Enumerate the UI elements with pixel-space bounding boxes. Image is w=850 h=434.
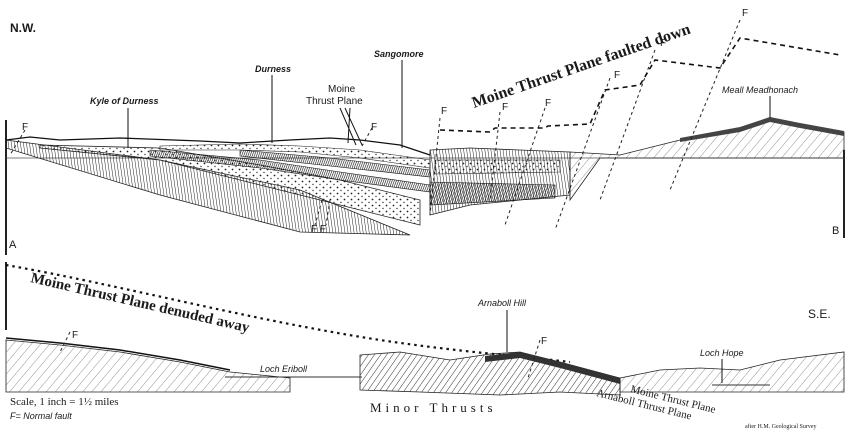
upper-middle-block bbox=[429, 147, 571, 216]
upper-right-cap bbox=[680, 117, 844, 142]
fault-mark: F bbox=[72, 330, 78, 341]
nw-label: N.W. bbox=[10, 21, 36, 35]
durness-label: Durness bbox=[255, 64, 291, 74]
ff-label: F F bbox=[311, 224, 326, 235]
fault-mark: F bbox=[502, 102, 508, 113]
lower-fault-lines bbox=[59, 331, 541, 379]
loch-hope-label: Loch Hope bbox=[700, 348, 744, 358]
upper-faulted-thrust-plane bbox=[439, 37, 841, 133]
fault-mark: F bbox=[545, 98, 551, 109]
upper-section: N.W. A B Kyle of Durness Durness Sangomo… bbox=[5, 8, 845, 255]
sangomore-label: Sangomore bbox=[374, 49, 424, 59]
faulted-down-label: Moine Thrust Plane faulted down bbox=[470, 21, 693, 112]
fault-key-label: F= Normal fault bbox=[10, 411, 72, 421]
minor-thrusts-label: Minor Thrusts bbox=[370, 400, 497, 415]
moine-label-line1: Moine bbox=[328, 84, 356, 95]
fault-mark: F bbox=[441, 106, 447, 117]
lower-ground-right bbox=[619, 351, 845, 393]
fault-mark: F bbox=[22, 122, 28, 133]
upper-middle-dark-band bbox=[429, 181, 556, 206]
scale-label: Scale, 1 inch = 1½ miles bbox=[10, 396, 119, 408]
lower-ground-left bbox=[5, 339, 291, 393]
lower-section: Moine Thrust Plane denuded away S.E. Arn… bbox=[5, 262, 845, 423]
upper-fault-lines bbox=[9, 19, 741, 231]
fault-mark: F bbox=[541, 336, 547, 347]
upper-right-block bbox=[569, 117, 845, 202]
moine-label-line2: Thrust Plane bbox=[306, 96, 363, 107]
credit-label: after H.M. Geological Survey bbox=[745, 423, 816, 430]
fault-mark: F bbox=[742, 8, 748, 19]
upper-middle-dotted-band bbox=[434, 159, 561, 175]
b-label: B bbox=[832, 225, 839, 237]
loch-eriboll-label: Loch Eriboll bbox=[260, 364, 308, 374]
se-label: S.E. bbox=[808, 307, 831, 321]
a-label: A bbox=[9, 239, 17, 251]
moine-leader bbox=[339, 107, 363, 146]
arnaboll-dark-cap bbox=[485, 352, 620, 384]
denuded-thrust-plane bbox=[5, 263, 571, 364]
lower-ground-left-top bbox=[5, 337, 231, 371]
fault-mark: F bbox=[660, 38, 666, 49]
legend: Scale, 1 inch = 1½ miles F= Normal fault bbox=[10, 396, 119, 421]
fault-mark: F bbox=[614, 70, 620, 81]
kyle-label: Kyle of Durness bbox=[90, 96, 159, 106]
arnaboll-hill-label: Arnaboll Hill bbox=[477, 298, 527, 308]
denuded-label: Moine Thrust Plane denuded away bbox=[29, 270, 251, 336]
meall-label: Meall Meadhonach bbox=[722, 85, 798, 95]
fault-mark: F bbox=[371, 122, 377, 133]
upper-surface-left bbox=[5, 136, 431, 156]
